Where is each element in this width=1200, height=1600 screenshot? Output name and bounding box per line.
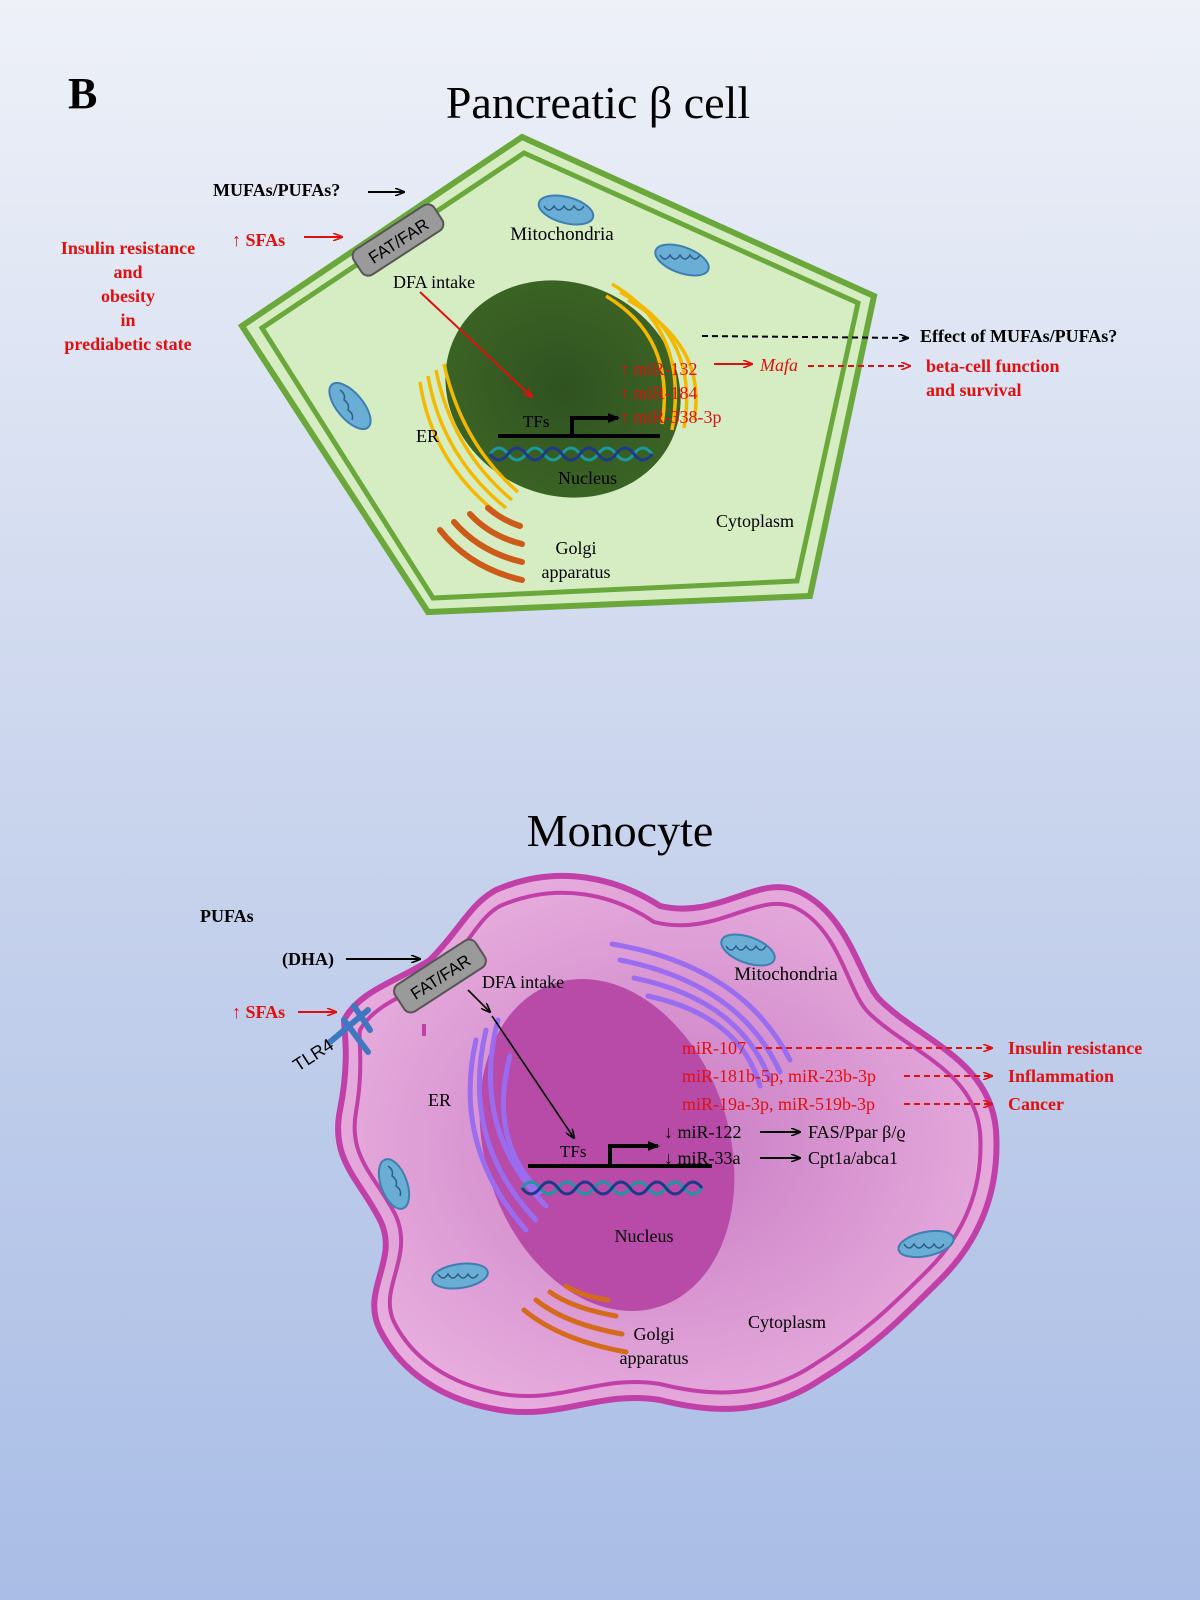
monocyte-mitochondria-3 [431, 1262, 489, 1290]
monocyte-inner-membrane [352, 890, 983, 1399]
monocyte-golgi-label-1: Golgi [633, 1324, 674, 1344]
beta-dna-helix [488, 446, 654, 462]
monocyte-dfa-intake-label: DFA intake [482, 972, 564, 992]
beta-effect-question: Effect of MUFAs/PUFAs? [920, 326, 1117, 346]
monocyte-nucleus-label: Nucleus [615, 1226, 674, 1246]
tlr4-receptor [327, 1003, 373, 1055]
beta-mitochondria-1 [537, 194, 595, 226]
monocyte-golgi-label-2: apparatus [620, 1348, 689, 1368]
beta-cell-inner-membrane [258, 150, 861, 601]
monocyte-up-mirna-1: miR-107 [682, 1038, 746, 1058]
monocyte-outcome-1: Insulin resistance [1008, 1038, 1142, 1058]
beta-cell-title: Pancreatic β cell [446, 77, 750, 128]
monocyte-sfas-label: ↑ SFAs [232, 1002, 285, 1022]
beta-tfs-label: TFs [523, 412, 549, 431]
monocyte-er-right [609, 941, 793, 1089]
beta-transcription-arrow [570, 413, 620, 436]
beta-cell-diagram: Pancreatic β cell [61, 77, 1117, 616]
beta-mirna-3: ↑ miR-338-3p [620, 407, 722, 427]
monocyte-tfs-label: TFs [560, 1142, 586, 1161]
beta-dfa-intake-label: DFA intake [393, 272, 475, 292]
beta-fat-far-transporter: FAT/FAR [351, 203, 445, 277]
panel-label: B [68, 69, 97, 118]
beta-condition-line-5: prediabetic state [64, 334, 191, 354]
monocyte-pufas-label: PUFAs [200, 906, 254, 926]
monocyte-down-target-2: Cpt1a/abca1 [808, 1148, 898, 1168]
beta-condition-line-1: Insulin resistance [61, 238, 195, 258]
beta-golgi-label-1: Golgi [555, 538, 596, 558]
monocyte-nucleus [479, 978, 735, 1312]
beta-sfas-label: ↑ SFAs [232, 230, 285, 250]
beta-dfa-intake-arrow [419, 291, 532, 397]
monocyte-title: Monocyte [527, 805, 714, 856]
beta-condition-line-2: and [113, 262, 142, 282]
monocyte-golgi [521, 1283, 629, 1355]
beta-cell-nucleus [445, 280, 681, 498]
beta-condition-line-3: obesity [101, 286, 155, 306]
tlr4-label: TLR4 [289, 1035, 337, 1076]
beta-er-left [418, 363, 520, 516]
beta-mitochondria-2 [654, 243, 710, 277]
monocyte-down-mirna-1: ↓ miR-122 [664, 1122, 742, 1142]
beta-nucleus-label: Nucleus [558, 468, 617, 488]
beta-outcome-2: and survival [926, 380, 1022, 400]
beta-mitochondria-label: Mitochondria [510, 224, 614, 245]
beta-cytoplasm-label: Cytoplasm [716, 511, 794, 531]
monocyte-dna-helix [520, 1180, 704, 1196]
beta-effect-question-arrow [701, 336, 908, 338]
beta-target-mafa: Mafa [759, 355, 798, 375]
monocyte-dfa-intake-arrow-1 [467, 989, 490, 1012]
monocyte-transcription-arrow [608, 1141, 660, 1166]
monocyte-outcome-3: Cancer [1008, 1094, 1064, 1114]
monocyte-cytoplasm-label: Cytoplasm [748, 1312, 826, 1332]
beta-condition-text: Insulin resistance and obesity in predia… [61, 238, 195, 354]
beta-mitochondria-3 [328, 381, 372, 431]
beta-outcome-1: beta-cell function [926, 356, 1059, 376]
monocyte-mitochondria-label: Mitochondria [734, 964, 838, 985]
beta-golgi [437, 505, 525, 583]
monocyte-outcome-2: Inflammation [1008, 1066, 1114, 1086]
beta-mirna-2: ↑ miR-184 [620, 383, 698, 403]
monocyte-down-mirna-2: ↓ miR-33a [664, 1148, 741, 1168]
beta-er-label: ER [416, 426, 439, 446]
monocyte-up-mirna-3: miR-19a-3p, miR-519b-3p [682, 1094, 875, 1114]
monocyte-dha-label: (DHA) [282, 949, 334, 970]
beta-mufa-pufa-label: MUFAs/PUFAs? [213, 180, 340, 200]
monocyte-mitochondria-2 [377, 1158, 411, 1210]
beta-condition-line-4: in [120, 310, 135, 330]
monocyte-mitochondria-1 [720, 933, 776, 967]
monocyte-down-target-1: FAS/Ppar β/ϱ [808, 1122, 906, 1142]
beta-er-right [605, 282, 698, 431]
beta-mirna-1: ↑ miR-132 [620, 359, 698, 379]
monocyte-diagram: Monocyte [200, 805, 1142, 1416]
monocyte-dfa-intake-arrow-2 [491, 1015, 574, 1138]
monocyte-mitochondria-4 [897, 1229, 955, 1259]
beta-golgi-label-2: apparatus [542, 562, 611, 582]
monocyte-er-left [467, 1017, 549, 1233]
monocyte-up-mirna-2: miR-181b-5p, miR-23b-3p [682, 1066, 876, 1086]
monocyte-er-label: ER [428, 1090, 451, 1110]
